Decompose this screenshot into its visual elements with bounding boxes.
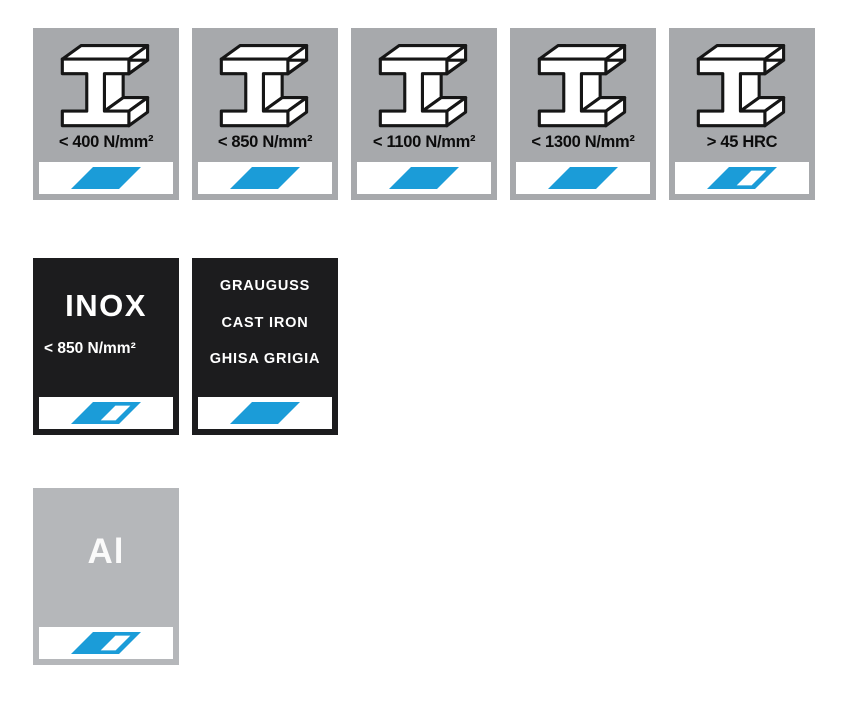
inox-strength-label: < 850 N/mm²: [44, 340, 136, 357]
material-tile-steel-400: < 400 N/mm²: [33, 28, 179, 200]
strength-label: < 850 N/mm²: [217, 133, 313, 151]
strength-label: < 1300 N/mm²: [531, 133, 635, 151]
suitability-band: [357, 162, 491, 194]
material-tile-aluminium: Al: [33, 488, 179, 665]
blue-parallelogram-icon: [71, 167, 141, 189]
material-tile-steel-850: < 850 N/mm²: [192, 28, 338, 200]
suitability-band: [198, 162, 332, 194]
cast-iron-label-it: GHISA GRIGIA: [209, 351, 321, 367]
suitability-band: [39, 162, 173, 194]
i-beam-icon: [33, 30, 179, 134]
material-tile-inox: INOX < 850 N/mm²: [33, 258, 179, 435]
i-beam-icon: [192, 30, 338, 134]
suitability-band: [675, 162, 809, 194]
material-tile-cast-iron: GRAUGUSS CAST IRON GHISA GRIGIA: [192, 258, 338, 435]
cast-iron-label-de: GRAUGUSS: [219, 278, 311, 294]
blue-white-parallelogram-icon: [71, 632, 141, 654]
strength-label: < 1100 N/mm²: [372, 133, 476, 151]
suitability-band: [516, 162, 650, 194]
aluminium-label: Al: [87, 532, 125, 571]
blue-parallelogram-icon: [548, 167, 618, 189]
blue-white-parallelogram-icon: [707, 167, 777, 189]
material-tile-steel-1300: < 1300 N/mm²: [510, 28, 656, 200]
i-beam-icon: [669, 30, 815, 134]
blue-parallelogram-icon: [230, 402, 300, 424]
inox-label: INOX: [65, 288, 147, 323]
material-tile-steel-1100: < 1100 N/mm²: [351, 28, 497, 200]
blue-white-parallelogram-icon: [71, 402, 141, 424]
blue-parallelogram-icon: [230, 167, 300, 189]
material-tile-hardened-steel: > 45 HRC: [669, 28, 815, 200]
i-beam-icon: [510, 30, 656, 134]
blue-parallelogram-icon: [389, 167, 459, 189]
hardness-label: > 45 HRC: [706, 133, 778, 151]
cast-iron-labels: GRAUGUSS CAST IRON GHISA GRIGIA: [192, 258, 338, 367]
i-beam-icon: [351, 30, 497, 134]
suitability-band: [198, 397, 332, 429]
suitability-band: [39, 397, 173, 429]
suitability-band: [39, 627, 173, 659]
strength-label: < 400 N/mm²: [58, 133, 154, 151]
cast-iron-label-en: CAST IRON: [221, 314, 309, 331]
